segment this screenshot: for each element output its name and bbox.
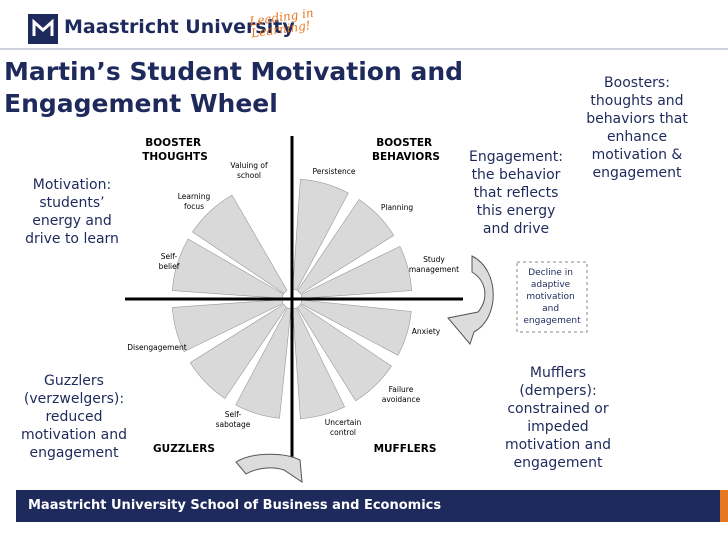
guzzlers-note: Guzzlers (verzwelgers): reduced motivati…: [20, 373, 128, 461]
booster-thoughts-line1: BOOSTER: [145, 137, 201, 149]
title-line-1: Martin’s Student Motivation and: [4, 57, 464, 86]
label-persistence: Persistence: [313, 167, 356, 176]
label-learning-focus-2: focus: [184, 202, 204, 211]
mufflers-heading: MUFFLERS: [374, 443, 437, 455]
decline-line-3: motivation: [526, 292, 574, 302]
label-anxiety: Anxiety: [412, 327, 441, 336]
segment-failure-avoidance: [296, 304, 392, 402]
footer-accent: [720, 490, 728, 522]
label-failure-avoidance-1: Failure: [389, 385, 414, 394]
decline-line-2: adaptive: [531, 280, 571, 290]
cycle-arrow-icon: [235, 453, 303, 483]
segment-study-management: [300, 245, 413, 299]
decline-line-4: and: [542, 304, 559, 314]
segment-self-sabotage: [235, 307, 292, 419]
label-self-sabotage-2: sabotage: [216, 420, 251, 429]
decline-line-5: engagement: [523, 316, 581, 326]
segment-planning: [297, 199, 395, 295]
booster-behaviors-line1: BOOSTER: [376, 137, 432, 149]
university-name: Maastricht University: [64, 16, 295, 38]
label-failure-avoidance-2: avoidance: [382, 395, 421, 404]
decline-arrow-icon: [447, 255, 494, 346]
segment-disengagement: [189, 303, 287, 399]
label-study-management-2: management: [409, 265, 459, 274]
segment-anxiety: [300, 299, 412, 356]
label-valuing-2: school: [237, 171, 261, 180]
university-crest-icon: [28, 14, 58, 44]
segment-persistence: [292, 178, 349, 291]
label-planning: Planning: [381, 203, 414, 212]
engagement-note: Engagement: the behavior that reflects t…: [468, 149, 563, 237]
svg-text:Self-belief: Self-belief: [159, 252, 180, 271]
footer-bar: Maastricht University School of Business…: [16, 490, 728, 522]
segment-self-belief: [171, 299, 284, 353]
guzzlers-heading: GUZZLERS: [153, 443, 215, 455]
label-uncertain-control-1: Uncertain: [325, 418, 362, 427]
svg-text:Decline in adaptive mo: Decline in adaptive motivation and engag…: [523, 268, 581, 326]
segment-valuing: [192, 194, 288, 294]
label-uncertain-control-2: control: [330, 428, 356, 437]
svg-text:BOOSTER THOUGHTS: BOOSTER THOUGHTS: [142, 137, 208, 163]
svg-text:Self-sabotage: Self-sabotage: [216, 410, 251, 429]
label-disengagement: Disengagement: [127, 343, 187, 352]
slide-title: Martin’s Student Motivation and Engageme…: [4, 56, 564, 120]
header-divider: [0, 48, 728, 50]
label-self-sabotage-1: Self-: [225, 410, 242, 419]
university-logo: Maastricht University Leading in Learnin…: [28, 6, 318, 54]
mufflers-note: Mufflers (dempers): constrained or imped…: [504, 365, 612, 471]
segment-learning-focus: [171, 238, 284, 299]
label-study-management-1: Study: [423, 255, 445, 264]
booster-thoughts-line2: THOUGHTS: [142, 151, 208, 163]
label-valuing-1: Valuing of: [230, 161, 268, 170]
label-self-belief-2: belief: [159, 262, 180, 271]
title-line-2: Engagement Wheel: [4, 89, 278, 118]
motivation-note: Motivation: students’ energy and drive t…: [25, 177, 119, 247]
footer-text: Maastricht University School of Business…: [28, 498, 442, 513]
booster-behaviors-line2: BEHAVIORS: [372, 151, 440, 163]
decline-label-box: [516, 261, 588, 333]
segment-uncertain-control: [292, 307, 346, 420]
label-self-belief-1: Self-: [161, 252, 178, 261]
decline-line-1: Decline in: [528, 268, 573, 278]
boosters-note: Boosters: thoughts and behaviors that en…: [586, 75, 688, 181]
label-learning-focus-1: Learning: [178, 192, 211, 201]
svg-text:BOOSTER BEHAVIORS: BOOSTER BEHAVIORS: [372, 137, 440, 163]
